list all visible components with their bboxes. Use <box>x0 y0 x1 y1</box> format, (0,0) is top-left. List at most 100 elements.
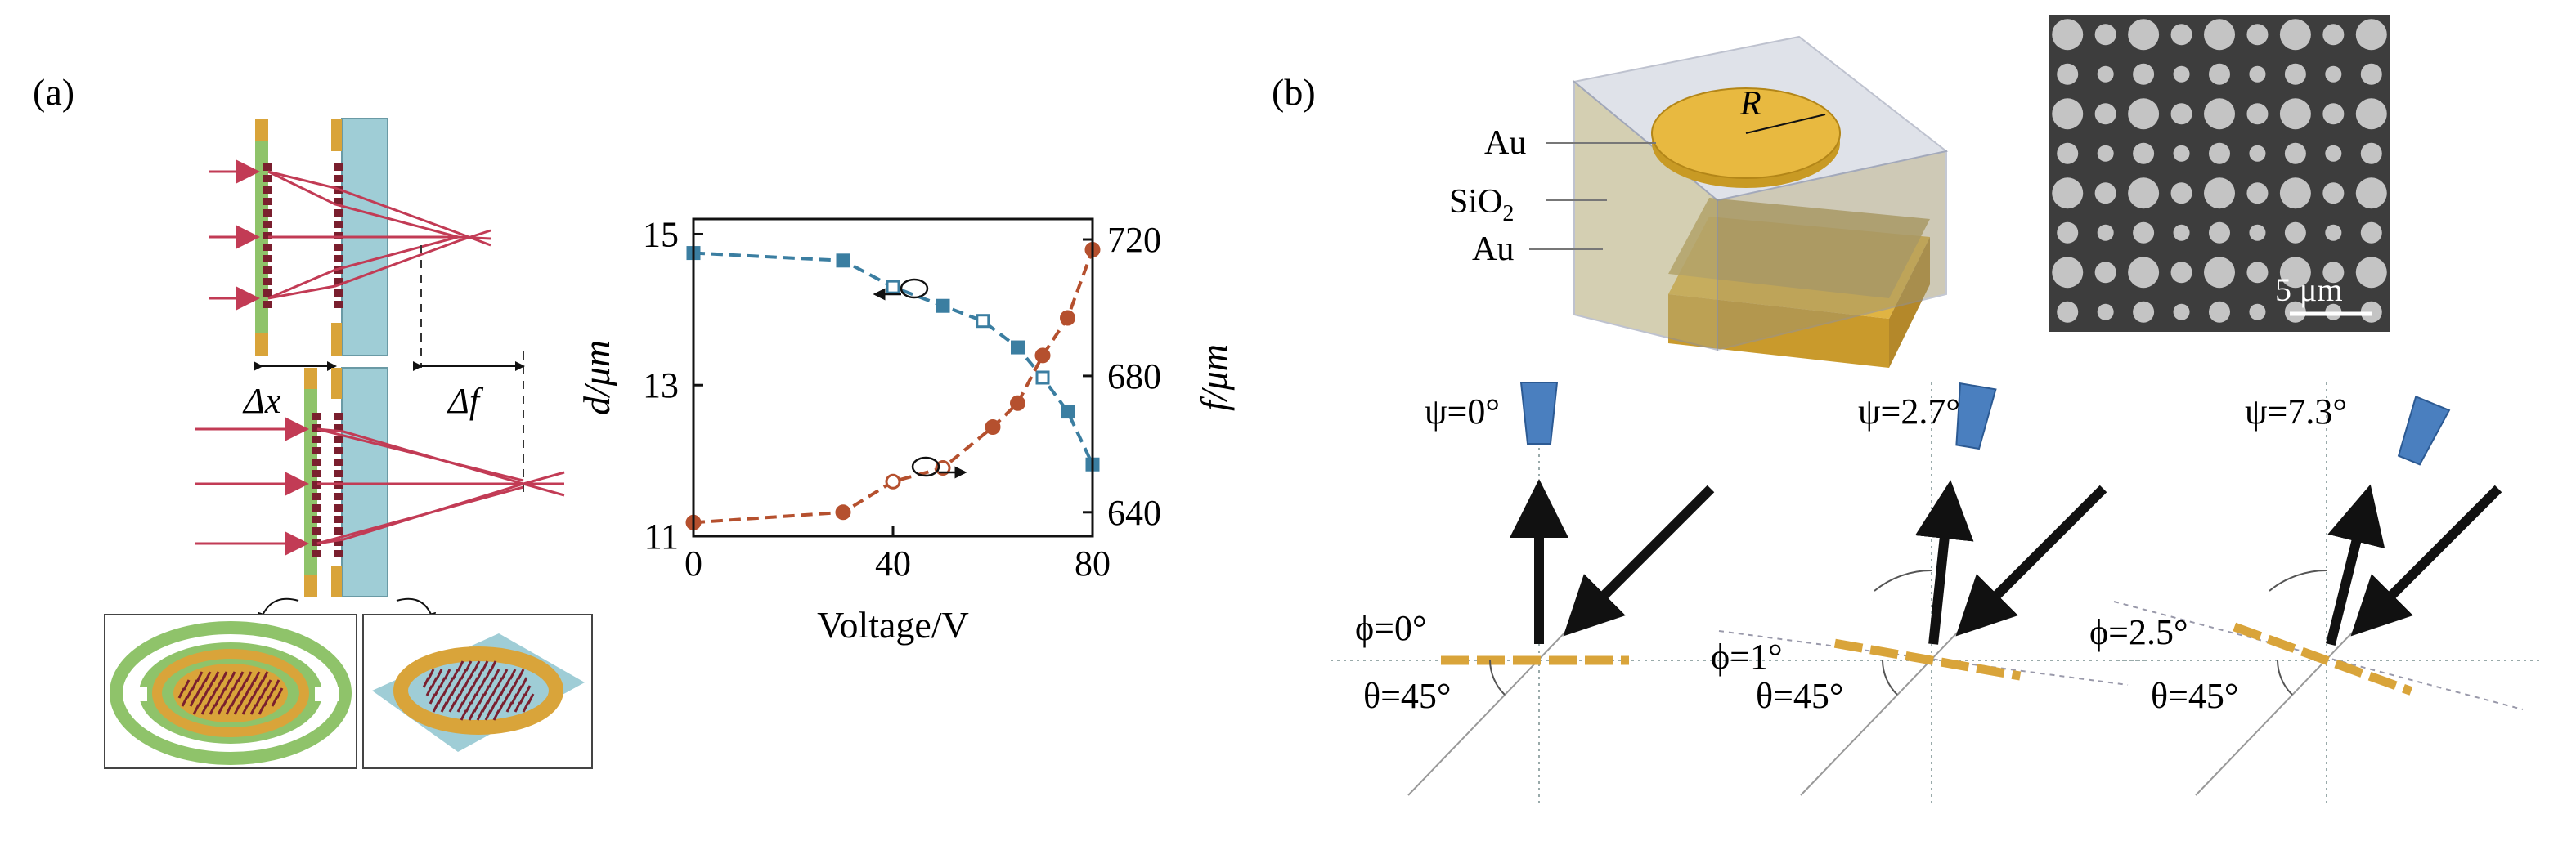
meta-atom <box>312 539 321 546</box>
nanorod <box>473 701 481 713</box>
meta-atom <box>263 232 272 239</box>
nanodisk <box>2249 145 2266 162</box>
nanorod <box>217 704 225 715</box>
nanodisk <box>2284 221 2306 244</box>
y-right-tick-label: 680 <box>1107 356 1161 396</box>
meta-atom <box>334 504 343 512</box>
series-indicator-f <box>911 456 967 479</box>
y-left-tick-label: 13 <box>643 365 679 405</box>
nanorod <box>422 677 430 688</box>
nanodisk <box>2097 65 2114 83</box>
nanorod <box>207 679 215 691</box>
delta-x-label: Δx <box>242 381 281 421</box>
nanodisk <box>2094 262 2116 284</box>
meta-atom <box>312 493 321 500</box>
theta-arc <box>2277 660 2293 696</box>
nanorod <box>191 679 199 691</box>
nanodisk <box>2094 103 2116 125</box>
nanorod <box>445 693 453 705</box>
nanorod <box>517 669 525 680</box>
nanorod <box>200 704 209 715</box>
nanorod <box>220 671 228 682</box>
nanorod <box>205 696 213 707</box>
nanodisk <box>2052 98 2084 130</box>
gold-contact <box>331 566 342 597</box>
nanorod <box>432 701 440 713</box>
nanorod <box>254 696 263 707</box>
nanorod <box>481 701 489 713</box>
meta-atom <box>334 278 343 285</box>
data-point-d <box>886 280 900 294</box>
meta-atom <box>263 221 272 228</box>
meta-atom <box>312 481 321 489</box>
gold-contact <box>255 333 268 356</box>
delta-x-annotation: Δx <box>242 361 337 421</box>
data-point-d <box>1011 340 1025 355</box>
nanorod <box>468 709 476 721</box>
nanodisk <box>2209 301 2230 323</box>
nanorod <box>209 704 217 715</box>
incident-beam-arrow <box>2350 485 2502 637</box>
nanorod <box>433 685 442 696</box>
nanorod <box>504 677 512 688</box>
nanorod <box>492 669 500 680</box>
light-rays <box>195 417 565 556</box>
nanorod <box>514 701 522 713</box>
nanorod <box>264 679 272 691</box>
nanorod <box>438 677 447 688</box>
theta-arc <box>1882 660 1898 696</box>
nanodisk <box>2057 63 2079 85</box>
nanorod <box>451 669 460 680</box>
phi-label: ϕ=0° <box>1355 608 1427 648</box>
nanorod <box>482 685 491 696</box>
nanodisk <box>2355 177 2387 209</box>
nanorod <box>225 704 233 715</box>
meta-atom <box>312 550 321 557</box>
nanodisk <box>2170 182 2192 204</box>
gold-contact <box>304 368 317 389</box>
gold-contact <box>331 119 342 151</box>
nanorod <box>276 687 284 699</box>
nanorod <box>456 660 464 672</box>
layer-label-au-bottom: Au <box>1472 230 1514 268</box>
meta-atom <box>334 424 343 432</box>
meta-atom <box>263 255 272 262</box>
meta-atom <box>263 244 272 251</box>
nanodisk <box>2133 63 2155 85</box>
nanodisk <box>2128 98 2160 130</box>
delta-f-annotation: Δf <box>413 245 525 499</box>
nanorod <box>476 709 484 721</box>
nanodisk <box>2173 224 2190 241</box>
nanorod <box>479 677 487 688</box>
nanorod <box>233 704 241 715</box>
nanorod <box>213 696 222 707</box>
nanorod <box>471 677 479 688</box>
nanorod <box>512 677 520 688</box>
meta-atom <box>334 459 343 466</box>
meta-atom <box>334 221 343 228</box>
phi-label: ϕ=2.5° <box>2089 612 2188 652</box>
meta-atom <box>334 516 343 523</box>
nanodisk <box>2284 63 2306 85</box>
radius-label: R <box>1739 85 1761 123</box>
meta-atom <box>334 527 343 535</box>
nanodisk <box>2170 103 2192 125</box>
nanorod <box>478 693 486 705</box>
nanorod <box>481 660 489 672</box>
nanodisk <box>2173 303 2190 320</box>
nanodisk <box>2133 142 2155 164</box>
meta-atom <box>312 424 321 432</box>
nanodisk <box>2322 24 2345 46</box>
gold-contact <box>331 323 342 356</box>
meta-atom <box>312 436 321 443</box>
nanorod <box>249 704 258 715</box>
config-diagram: ψ=2.7°ϕ=1°θ=45° <box>1711 382 2144 803</box>
nanorod <box>486 693 494 705</box>
sem-micrograph: 5 μm <box>2049 15 2390 332</box>
nanorod <box>192 704 200 715</box>
nanodisk <box>2133 301 2155 323</box>
nanorod <box>464 701 473 713</box>
nanorod <box>235 687 243 699</box>
meta-atom <box>312 504 321 512</box>
